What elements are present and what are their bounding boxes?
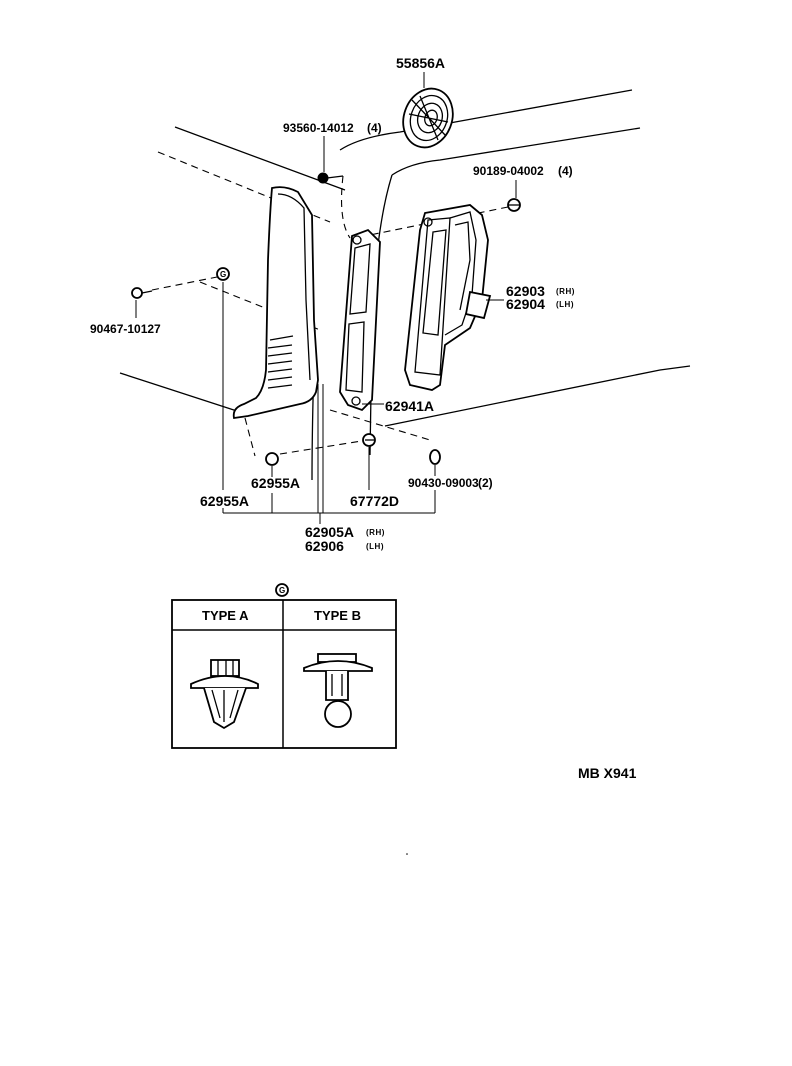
part-number-clip-lower: 90430-09003 (408, 476, 479, 490)
tag-rh-trim: (RH) (366, 528, 385, 537)
stray-dot (406, 853, 408, 855)
type-a-clip-drawing (190, 659, 259, 730)
clip-upper-part (507, 198, 521, 212)
part-number-screw: 93560-14012 (283, 121, 354, 135)
part-number-cover-lh: 62904 (506, 296, 545, 312)
body-panel-outline (119, 89, 691, 481)
part-number-screw-left: 90467-10127 (90, 322, 161, 336)
part-number-clip-upper: 90189-04002 (473, 164, 544, 178)
detail-reference-marker: G (275, 583, 289, 597)
part-number-speaker-grille: 55856A (396, 55, 445, 71)
part-number-trim-lh: 62906 (305, 538, 344, 554)
table-header-type-a: TYPE A (202, 608, 249, 623)
part-number-clip-center: 62955A (251, 475, 300, 491)
clip-lower-part (429, 449, 441, 465)
bracket-part (339, 228, 381, 412)
part-number-clip-left: 62955A (200, 493, 249, 509)
clip-type-table: TYPE A TYPE B (171, 599, 397, 749)
part-number-cover-rh: 62903 (506, 283, 545, 299)
trim-panel-part (232, 186, 319, 420)
speaker-grille-part (402, 87, 454, 149)
svg-text:G: G (279, 586, 286, 595)
part-number-bracket: 62941A (385, 398, 434, 414)
tag-lh-trim: (LH) (366, 542, 384, 551)
part-number-fastener: 67772D (350, 493, 399, 509)
clip-upper-quantity: (4) (558, 164, 573, 178)
clip-lower-quantity: (2) (478, 476, 493, 490)
cover-part (404, 204, 492, 391)
screw-quantity: (4) (367, 121, 382, 135)
part-number-trim-rh: 62905A (305, 524, 354, 540)
svg-text:G: G (220, 270, 227, 279)
tag-lh-cover: (LH) (556, 300, 574, 309)
clip-center-part (265, 452, 279, 466)
screw-left-part (131, 287, 153, 299)
screw-part (317, 172, 344, 184)
drawing-code: MB X941 (578, 765, 637, 781)
table-header-type-b: TYPE B (314, 608, 361, 623)
type-b-clip-drawing (303, 653, 373, 728)
clip-g-marker-left: G (216, 267, 230, 281)
fastener-part (362, 433, 376, 447)
tag-rh-cover: (RH) (556, 287, 575, 296)
